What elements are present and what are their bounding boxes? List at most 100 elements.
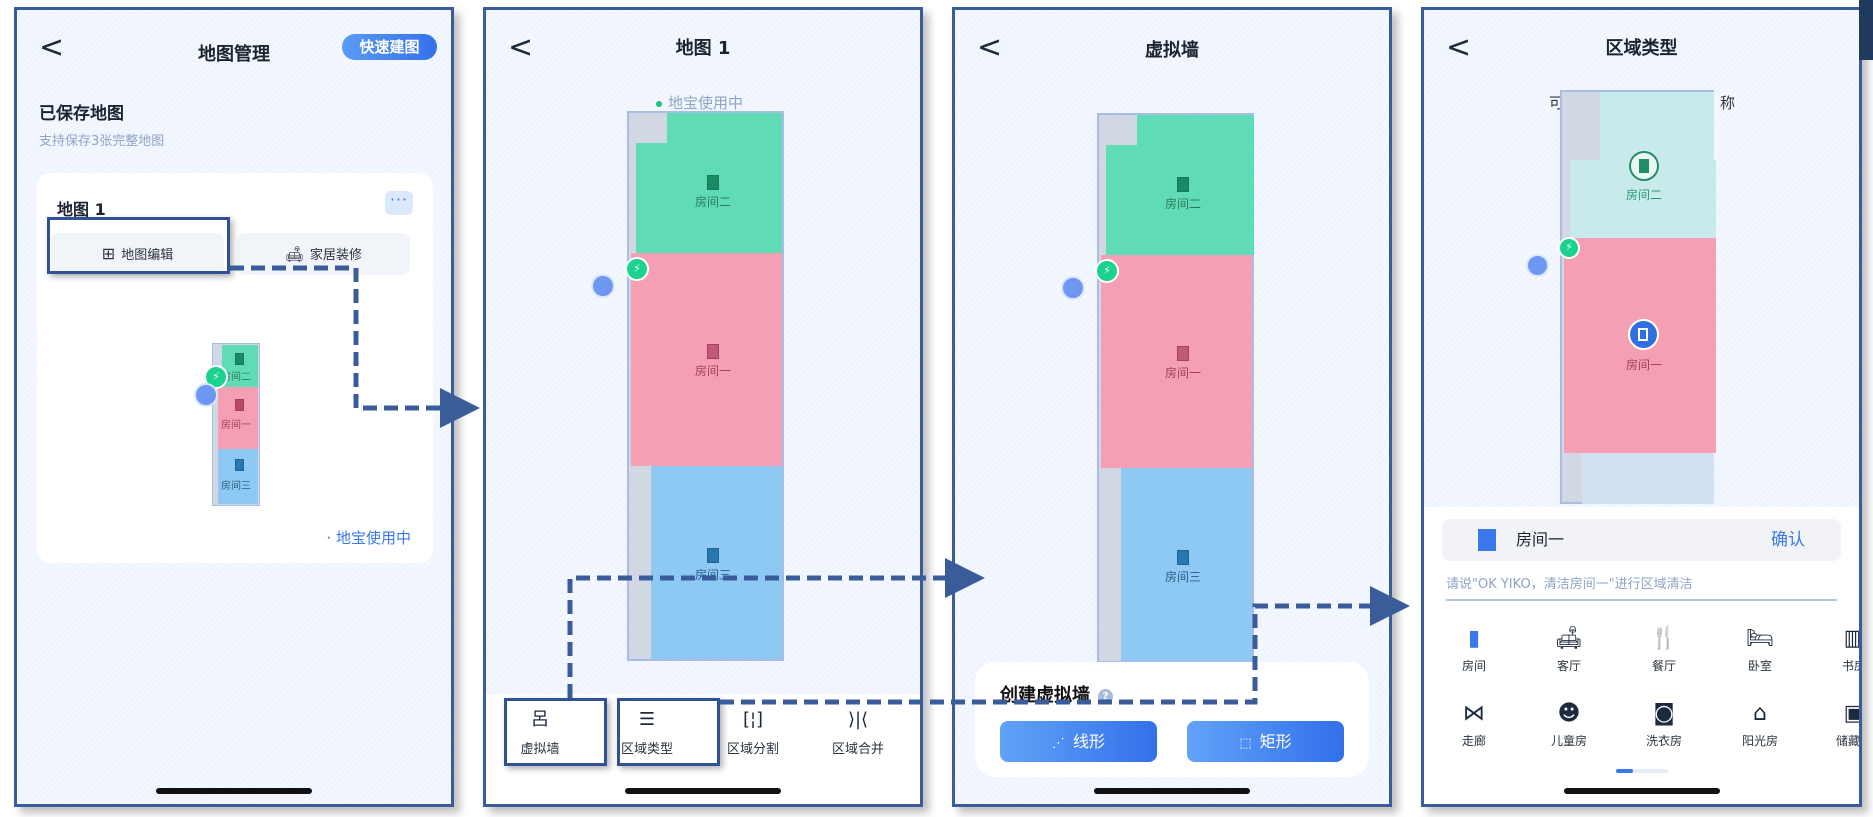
child-face-icon: ☻ bbox=[1557, 701, 1581, 726]
room-2-area-top bbox=[1600, 92, 1714, 162]
room-2-label: 房间二 bbox=[1164, 197, 1201, 211]
page-indicator-active bbox=[1615, 769, 1633, 773]
help-icon[interactable]: ? bbox=[1098, 688, 1113, 704]
type-sunroom[interactable]: ⌂ 阳光房 bbox=[1720, 700, 1800, 749]
books-icon: ▥ bbox=[1814, 625, 1859, 653]
sofa-icon: 🛋 bbox=[284, 245, 305, 263]
home-decor-button[interactable]: 🛋家居装修 bbox=[237, 233, 410, 275]
edit-toolbar: 呂 虚拟墙 ☰ 区域类型 [¦] 区域分割 ⟩|⟨ 区域合并 bbox=[486, 694, 920, 804]
room-3-label: 房间三 bbox=[1164, 570, 1201, 584]
charger-icon: ⚡ bbox=[1095, 259, 1119, 283]
highlight-virtual-wall bbox=[504, 698, 607, 766]
room-1-label: 房间一 bbox=[694, 364, 731, 378]
rect-wall-button[interactable]: ⬚ 矩形 bbox=[1187, 721, 1344, 762]
robot-status: · 地宝使用中 bbox=[326, 529, 411, 547]
corner-decoration bbox=[1859, 0, 1873, 60]
rect-wall-label: 矩形 bbox=[1259, 732, 1292, 751]
create-virtual-wall-sheet: 创建虚拟墙? ⋰线形 ⬚ 矩形 bbox=[975, 662, 1369, 777]
map-edit-label: 地图编辑 bbox=[121, 248, 174, 263]
tool-virtual-wall[interactable]: 呂 虚拟墙 bbox=[490, 708, 590, 757]
door-icon bbox=[1177, 550, 1189, 565]
room-3-area[interactable] bbox=[1582, 453, 1714, 504]
split-icon: [¦] bbox=[742, 709, 764, 730]
type-kids-room[interactable]: ☻ 儿童房 bbox=[1529, 700, 1609, 749]
home-indicator bbox=[156, 788, 312, 794]
saved-maps-heading: 已保存地图 bbox=[39, 104, 124, 124]
tool-area-type[interactable]: ☰ 区域类型 bbox=[597, 708, 697, 757]
room-2-badge-icon bbox=[1629, 151, 1659, 181]
cutlery-icon: 🍴 bbox=[1650, 626, 1678, 651]
type-study[interactable]: ▥ 书房 bbox=[1814, 625, 1859, 674]
status-dot-icon bbox=[656, 100, 662, 107]
type-label: 餐厅 bbox=[1651, 659, 1676, 673]
dashed-rect-icon: ⬚ bbox=[1239, 736, 1252, 751]
page-indicator[interactable] bbox=[1615, 769, 1668, 773]
room-1-area[interactable] bbox=[1101, 255, 1252, 468]
status-text: 地宝使用中 bbox=[668, 94, 744, 112]
page-title: 虚拟墙 bbox=[1145, 40, 1199, 61]
virtual-wall-icon: 呂 bbox=[531, 709, 549, 730]
voice-hint: 请说"OK YIKO，清洁房间一"进行区域清洁 bbox=[1446, 577, 1693, 592]
overlay-hint-right: 称 bbox=[1720, 94, 1736, 112]
home-indicator bbox=[1563, 788, 1720, 794]
type-storage[interactable]: ▣ 储藏室 bbox=[1814, 700, 1860, 749]
page-title: 地图 1 bbox=[675, 38, 731, 59]
confirm-button[interactable]: 确认 bbox=[1771, 530, 1805, 550]
type-label: 房间 bbox=[1461, 659, 1486, 673]
map-edit-button[interactable]: ⊞ 地图编辑 bbox=[51, 233, 224, 275]
room-2-area[interactable] bbox=[636, 143, 782, 253]
home-indicator bbox=[1094, 788, 1250, 794]
list-icon: ☰ bbox=[638, 709, 656, 730]
room-3-area[interactable] bbox=[218, 449, 258, 504]
map-management-screen: < 地图管理 快速建图 已保存地图 支持保存3张完整地图 地图 1 ··· ⊞地… bbox=[14, 7, 454, 807]
robot-icon bbox=[591, 274, 615, 298]
type-label: 儿童房 bbox=[1550, 734, 1587, 748]
robot-icon bbox=[1526, 254, 1549, 277]
selected-room-row: 房间一 确认 bbox=[1442, 519, 1841, 561]
room-2-area[interactable] bbox=[1106, 145, 1254, 255]
type-label: 走廊 bbox=[1461, 734, 1486, 748]
sheet-title: 创建虚拟墙? bbox=[1000, 681, 1113, 707]
sofa-icon: 🛋 bbox=[1555, 626, 1583, 651]
page-title: 地图管理 bbox=[198, 44, 270, 65]
door-icon bbox=[707, 344, 719, 359]
tool-area-split[interactable]: [¦] 区域分割 bbox=[703, 708, 803, 757]
quick-build-button[interactable]: 快速建图 bbox=[342, 34, 437, 60]
divider bbox=[1446, 599, 1837, 601]
floor-map[interactable]: 房间二 房间一 ⚡ bbox=[1526, 90, 1716, 504]
charger-icon: ⚡ bbox=[625, 257, 649, 281]
type-label: 客厅 bbox=[1556, 659, 1581, 673]
highlight-map-edit bbox=[47, 217, 230, 274]
room-1-badge-icon bbox=[1628, 319, 1659, 350]
floor-map[interactable]: 房间二 房间一 房间三 ⚡ bbox=[1061, 113, 1254, 663]
more-options-button[interactable]: ··· bbox=[385, 191, 413, 215]
room-1-area[interactable] bbox=[631, 253, 782, 466]
page-title: 区域类型 bbox=[1605, 38, 1678, 59]
robot-status: 地宝使用中 bbox=[656, 92, 743, 113]
charger-icon: ⚡ bbox=[1558, 237, 1580, 259]
tool-label: 虚拟墙 bbox=[520, 742, 560, 757]
robot-icon bbox=[1061, 276, 1085, 300]
type-corridor[interactable]: ⋈ 走廊 bbox=[1434, 700, 1514, 749]
bed-icon: 🛏 bbox=[1746, 626, 1774, 651]
tool-label: 区域分割 bbox=[726, 742, 779, 757]
room-2-area-top bbox=[667, 113, 782, 145]
tool-area-merge[interactable]: ⟩|⟨ 区域合并 bbox=[808, 708, 908, 757]
door-icon bbox=[235, 353, 244, 365]
door-icon bbox=[235, 459, 244, 471]
type-living-room[interactable]: 🛋 客厅 bbox=[1529, 625, 1609, 674]
type-label: 储藏室 bbox=[1835, 734, 1860, 748]
type-dining-room[interactable]: 🍴 餐厅 bbox=[1624, 625, 1704, 674]
floor-map[interactable]: 房间二 房间一 房间三 ⚡ bbox=[591, 111, 784, 661]
door-icon bbox=[235, 399, 244, 411]
line-wall-button[interactable]: ⋰线形 bbox=[1000, 721, 1157, 762]
type-room[interactable]: ▮ 房间 bbox=[1434, 625, 1514, 674]
type-laundry[interactable]: ◙ 洗衣房 bbox=[1624, 700, 1704, 749]
selected-room-name: 房间一 bbox=[1516, 530, 1565, 549]
sheet-title-text: 创建虚拟墙 bbox=[1000, 685, 1090, 706]
area-type-screen: < 区域类型 可 称 房间二 房间一 ⚡ 房间一 确认 请说"OK YIKO，清… bbox=[1421, 7, 1862, 807]
map-edit-icon: ⊞ bbox=[101, 244, 116, 263]
door-icon: ▮ bbox=[1467, 626, 1481, 651]
mini-map[interactable]: 房间二 房间一 房间三 ⚡ bbox=[194, 343, 260, 506]
type-bedroom[interactable]: 🛏 卧室 bbox=[1720, 625, 1800, 674]
